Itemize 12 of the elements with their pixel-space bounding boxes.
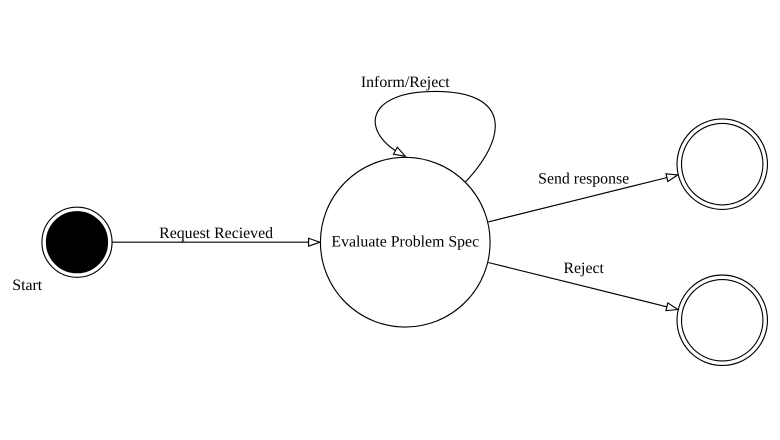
node-circle [676, 118, 768, 210]
edge-label: Inform/Reject [360, 74, 450, 92]
node-circle [41, 206, 113, 278]
arrow [112, 237, 322, 247]
edge-label: Send response [538, 170, 630, 188]
edge-label: Reject [563, 260, 604, 277]
node-circle [676, 274, 768, 366]
node-circle: Evaluate Problem Spec [320, 156, 491, 328]
node-label: Start [12, 276, 42, 294]
arrow [488, 262, 680, 312]
edge-label: Request Recieved [159, 224, 274, 242]
arrow [488, 173, 680, 222]
